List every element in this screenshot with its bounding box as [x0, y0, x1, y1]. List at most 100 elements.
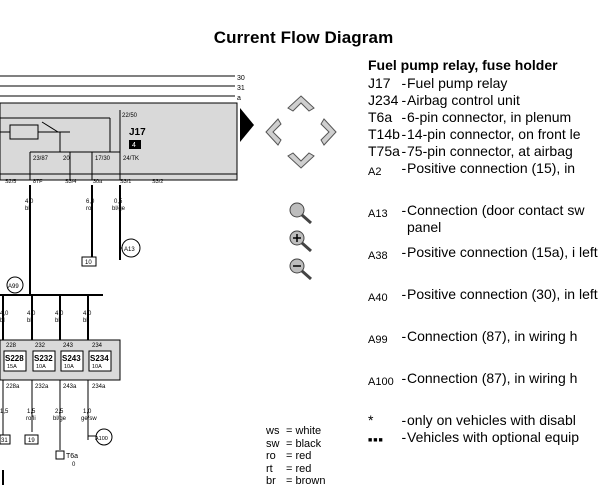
zoom-controls [289, 202, 312, 280]
legend-text: 6-pin connector, in plenum [407, 109, 572, 125]
top-terminal: 22/50 [122, 113, 138, 119]
arrow-down-icon[interactable] [287, 152, 315, 169]
strip-label: S3/4 [65, 179, 76, 185]
svg-text:10A: 10A [92, 364, 102, 370]
svg-text:4,0: 4,0 [83, 311, 92, 317]
wire-color: ro [86, 206, 92, 212]
svg-text:2,5: 2,5 [55, 409, 64, 415]
strip-label: 30a [93, 179, 103, 185]
legend-code: T6a [368, 109, 393, 125]
relay-terminal: 20 [63, 156, 70, 162]
legend-code: J17 [368, 75, 391, 91]
legend-code: * [368, 412, 374, 428]
legend-code: T14b [368, 126, 400, 142]
color-abbr: ro [266, 450, 276, 462]
node-a100: A100 [95, 436, 108, 442]
svg-text:bl: bl [0, 318, 5, 324]
color-abbr: br [266, 475, 276, 487]
color-abbr: sw [266, 437, 280, 450]
svg-text:31: 31 [1, 438, 8, 444]
wire-size: 0,5 [114, 199, 123, 205]
legend-code: J234 [368, 92, 399, 108]
strip-label: S3/2 [152, 179, 163, 185]
legend-text: Connection (87), in wiring h [407, 370, 578, 386]
relay-panel [0, 102, 238, 181]
relay-pin-box: 4 [132, 142, 136, 149]
color-name: white [295, 425, 322, 437]
legend-heading: Fuel pump relay, fuse holder [368, 57, 558, 73]
relay-label: J17 [129, 127, 146, 138]
fuse-s243 [60, 350, 84, 372]
svg-text:bl: bl [55, 318, 60, 324]
svg-text:S234: S234 [90, 354, 109, 363]
relay-terminal: 23/87 [33, 156, 49, 162]
pan-controls [265, 95, 337, 169]
legend-panel: Fuel pump relay, fuse holder J17-Fuel pu… [368, 57, 607, 449]
svg-text:1,0: 1,0 [83, 409, 92, 415]
node-a13: A13 [124, 247, 135, 253]
color-abbr: rt [266, 462, 273, 475]
bus-label-31: 31 [237, 85, 245, 92]
wire-color: bl/ge [112, 206, 126, 212]
fuse-s228 [3, 350, 27, 372]
legend-code: A13 [368, 208, 388, 220]
color-name: red [295, 462, 312, 475]
wire-color: bl [25, 206, 30, 212]
zoom-fit-icon[interactable] [289, 202, 312, 225]
strip-label: S3/1 [120, 179, 131, 185]
svg-text:234a: 234a [92, 384, 106, 390]
relay-terminal: 17/30 [95, 156, 111, 162]
svg-text:bl/ge: bl/ge [53, 416, 67, 422]
svg-text:ge/sw: ge/sw [81, 416, 97, 422]
fuse-s234 [88, 350, 112, 372]
svg-text:19: 19 [28, 438, 35, 444]
legend-text: 14-pin connector, on front le [407, 126, 581, 142]
svg-text:bl: bl [83, 318, 88, 324]
strip-label: S2/5 [5, 179, 16, 185]
svg-text:10A: 10A [64, 364, 74, 370]
legend-text: Positive connection (15), in [407, 160, 576, 176]
relay-terminal: 24/TK [123, 156, 139, 162]
connector-label: T6a [66, 453, 78, 460]
svg-text:4,0: 4,0 [55, 311, 64, 317]
color-name: red [295, 450, 312, 462]
legend-code: A2 [368, 166, 382, 178]
wiring-diagram: 30 31 a 22/50 J17 4 23/87 20 17/30 24/TK… [0, 75, 245, 485]
ground-box: 10 [85, 260, 92, 266]
svg-text:15A: 15A [7, 364, 17, 370]
arrow-right-icon[interactable] [320, 118, 337, 146]
collapse-panel-icon[interactable] [240, 108, 254, 142]
svg-text:232a: 232a [35, 384, 49, 390]
color-name: black [295, 437, 322, 450]
svg-text:228: 228 [6, 343, 17, 349]
legend-code: A40 [368, 292, 388, 304]
legend-text: Connection (door contact sw panel [407, 202, 585, 235]
legend-text: Vehicles with optional equip [407, 429, 580, 445]
wire-size: 4,0 [25, 199, 34, 205]
legend-code: A38 [368, 250, 388, 262]
zoom-in-icon[interactable] [289, 230, 312, 253]
page-title: Current Flow Diagram [213, 28, 394, 47]
legend-text: Fuel pump relay [407, 75, 508, 91]
svg-text:234: 234 [92, 343, 103, 349]
svg-text:1,5: 1,5 [27, 409, 36, 415]
legend-table: J17-Fuel pump relay J234-Airbag control … [368, 75, 607, 449]
arrow-up-icon[interactable] [287, 95, 315, 112]
fuse-s232 [32, 350, 56, 372]
legend-text: Airbag control unit [407, 92, 520, 108]
svg-text:232: 232 [35, 343, 46, 349]
legend-text: Positive connection (15a), i left [407, 244, 598, 260]
node-a99: A99 [8, 284, 19, 290]
legend-text: only on vehicles with disabl [407, 412, 576, 428]
optional-equipment-line-icon: ■■■ [368, 437, 384, 444]
bus-label-a: a [237, 95, 241, 102]
zoom-out-icon[interactable] [289, 258, 312, 280]
wire-size: 6,0 [86, 199, 95, 205]
svg-text:4,0: 4,0 [27, 311, 36, 317]
legend-text: Positive connection (30), in left [407, 286, 598, 302]
arrow-left-icon[interactable] [265, 118, 282, 146]
legend-text: Connection (87), in wiring h [407, 328, 578, 344]
svg-text:4,0: 4,0 [0, 311, 9, 317]
svg-text:S232: S232 [34, 354, 53, 363]
svg-text:243a: 243a [63, 384, 77, 390]
